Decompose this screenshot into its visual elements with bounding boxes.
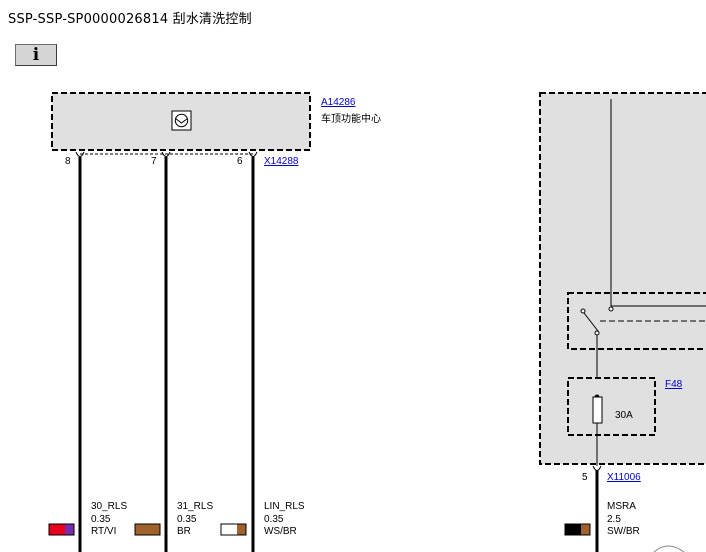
relay-contact — [594, 330, 600, 336]
connector-x11006-link[interactable]: X11006 — [607, 472, 641, 483]
wire-gauge-label: 0.35 — [177, 514, 197, 525]
wire-color-swatch — [134, 523, 161, 536]
page-title: SSP-SSP-SP0000026814 刮水清洗控制 — [8, 12, 252, 27]
pin-label: 7 — [151, 156, 157, 167]
fuse-icon — [592, 396, 603, 424]
fuse-box[interactable] — [567, 377, 656, 436]
ground-symbol-partial — [653, 545, 685, 552]
wire-gauge-label: 0.35 — [91, 514, 111, 525]
wire-color-label: RT/VI — [91, 526, 116, 537]
pin-terminal — [75, 151, 258, 157]
pin-terminal — [592, 465, 602, 471]
fuse-rating: 30A — [615, 410, 633, 421]
relay-switch-arm — [583, 312, 599, 332]
fuse-id-link[interactable]: F48 — [665, 379, 683, 390]
pin-label: 6 — [237, 156, 243, 167]
wire-signal-label: MSRA — [607, 501, 636, 512]
wire-color-swatch — [564, 523, 591, 536]
info-button[interactable]: i — [15, 44, 57, 66]
wire-color-label: SW/BR — [607, 526, 640, 537]
wire-signal-label: 30_RLS — [91, 501, 127, 512]
wire-signal-label: LIN_RLS — [264, 501, 305, 512]
wire-signal-label: 31_RLS — [177, 501, 213, 512]
sensor-icon — [171, 110, 192, 131]
wire-color-swatch — [220, 523, 247, 536]
relay-contact — [608, 306, 614, 312]
wire-color-label: WS/BR — [264, 526, 297, 537]
wire-gauge-label: 0.35 — [264, 514, 284, 525]
wire-color-label: BR — [177, 526, 191, 537]
pin-label: 8 — [65, 156, 71, 167]
wire-color-swatch — [48, 523, 75, 536]
rls-module-name: 车顶功能中心 — [321, 112, 381, 125]
relay-contact — [580, 308, 586, 314]
connector-x14288-link[interactable]: X14288 — [264, 156, 299, 167]
rls-module-id-link[interactable]: A14286 — [321, 97, 356, 108]
wire-gauge-label: 2.5 — [607, 514, 621, 525]
pin-label: 5 — [582, 472, 588, 483]
